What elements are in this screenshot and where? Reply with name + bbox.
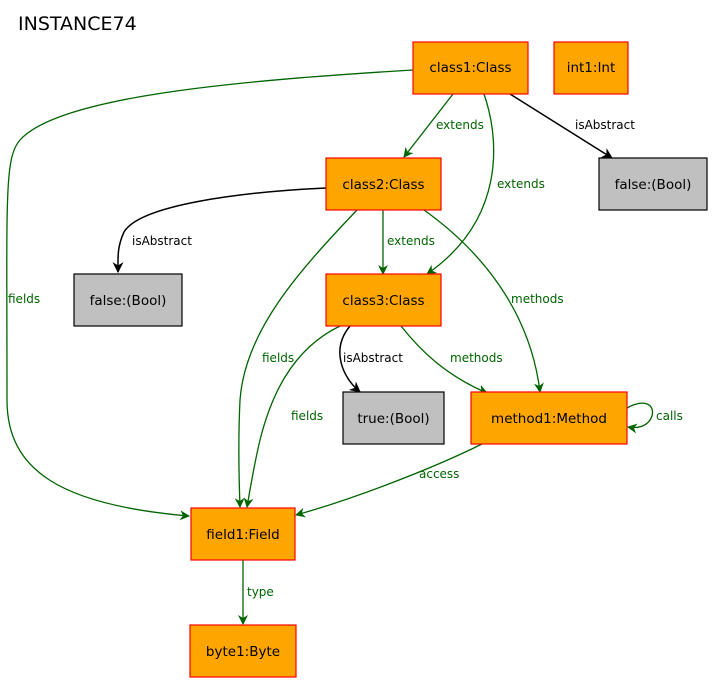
node-int1-label: int1:Int <box>567 60 616 76</box>
edge-class2-isabstract <box>112 187 327 274</box>
edge-method1-access <box>295 442 485 518</box>
edge-label-class1-isabstract: isAbstract <box>575 118 635 132</box>
node-byte1-label: byte1:Byte <box>206 644 280 660</box>
edge-label-class2-methods: methods <box>511 292 564 306</box>
edge-class1-isabstract <box>509 93 613 159</box>
edge-class1-fields <box>6 69 414 521</box>
edge-class1-extends-class2 <box>403 93 454 158</box>
node-true1: true:(Bool) <box>342 391 445 445</box>
node-false1-label: false:(Bool) <box>615 177 692 193</box>
node-class3-label: class3:Class <box>342 293 424 309</box>
node-method1: method1:Method <box>470 391 628 445</box>
edge-label-field1-type: type <box>247 585 274 599</box>
node-class2: class2:Class <box>325 157 442 211</box>
node-byte1: byte1:Byte <box>189 624 297 678</box>
edge-class3-methods <box>400 325 488 395</box>
node-class3: class3:Class <box>325 273 442 327</box>
diagram-title: INSTANCE74 <box>18 13 137 35</box>
edge-class1-extends-class3 <box>426 93 495 275</box>
node-false1: false:(Bool) <box>598 157 708 211</box>
edge-label-method1-access: access <box>419 467 459 481</box>
node-class2-label: class2:Class <box>342 177 424 193</box>
node-field1: field1:Field <box>190 507 296 561</box>
edge-label-class3-fields: fields <box>291 409 323 423</box>
edge-label-class1-fields: fields <box>8 292 40 306</box>
node-false2: false:(Bool) <box>73 273 183 327</box>
node-method1-label: method1:Method <box>491 411 607 427</box>
edge-label-class2-extends-class3: extends <box>387 234 435 248</box>
edge-label-class3-isabstract: isAbstract <box>343 351 403 365</box>
edge-class2-fields <box>234 209 358 508</box>
edge-label-method1-calls: calls <box>656 409 683 423</box>
edge-label-class2-fields: fields <box>262 351 294 365</box>
edge-label-class2-isabstract: isAbstract <box>132 234 192 248</box>
node-field1-label: field1:Field <box>206 527 279 543</box>
edge-method1-calls <box>626 402 654 434</box>
node-false2-label: false:(Bool) <box>90 293 167 309</box>
node-int1: int1:Int <box>553 41 629 95</box>
edge-label-class1-extends-class2: extends <box>436 118 484 132</box>
node-class1-label: class1:Class <box>429 60 511 76</box>
edge-class2-methods <box>423 209 544 393</box>
node-true1-label: true:(Bool) <box>357 411 429 427</box>
edge-label-class1-extends-class3: extends <box>497 177 545 191</box>
edge-class3-fields <box>243 325 341 508</box>
edge-label-class3-methods: methods <box>450 351 503 365</box>
node-class1: class1:Class <box>412 41 529 95</box>
edge-class3-isabstract <box>339 325 361 393</box>
